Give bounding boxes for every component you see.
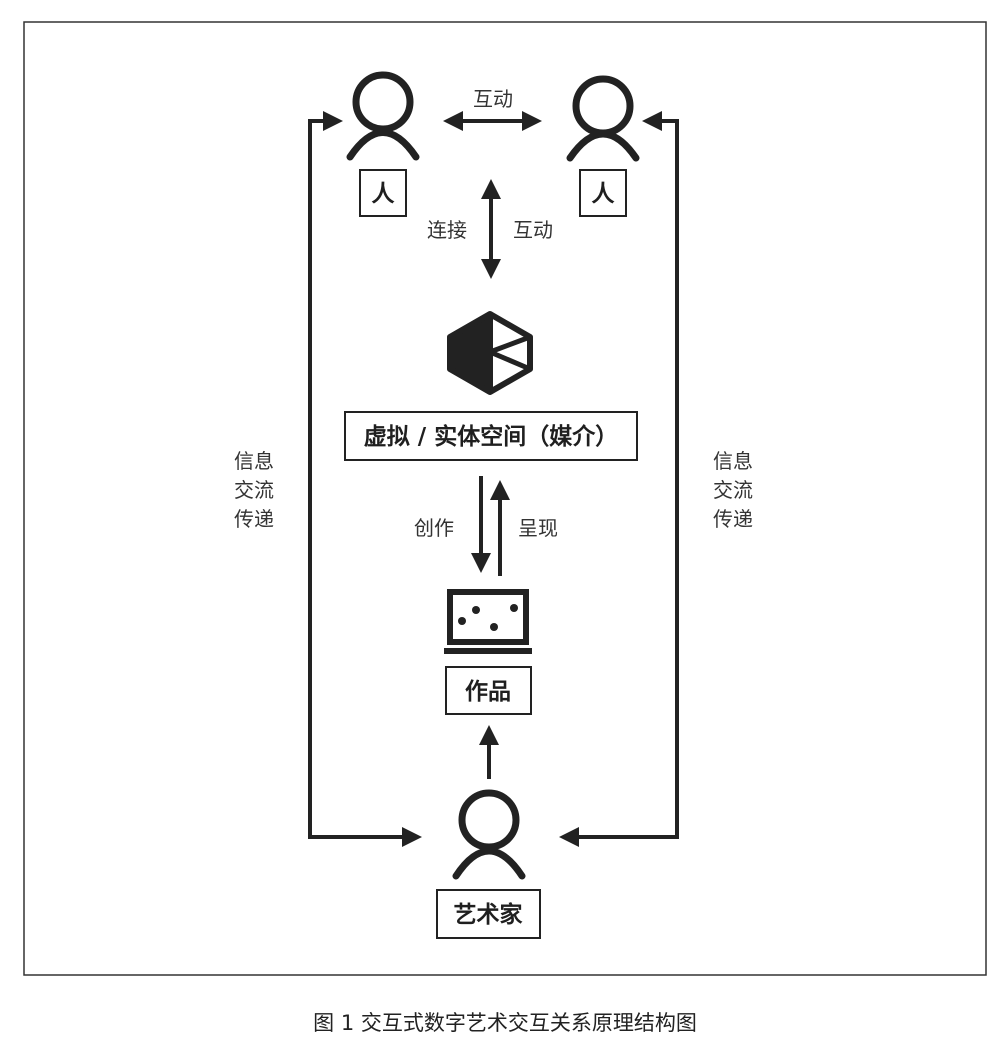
- cube-icon: [447, 311, 533, 395]
- work-box: [445, 666, 532, 715]
- people-interact-label: 互动: [473, 87, 513, 111]
- person-right-label: 人: [592, 181, 616, 207]
- left-info-label: 信息 交流 传递: [234, 449, 274, 531]
- media-label: 虚拟 / 实体空间（媒介）: [364, 423, 618, 450]
- present-label: 呈现: [518, 516, 558, 540]
- artwork-monitor-icon: [444, 589, 532, 654]
- svg-text:信息: 信息: [713, 449, 753, 473]
- right-info-label: 信息 交流 传递: [713, 449, 753, 531]
- person-left-icon: [346, 71, 420, 161]
- interact-label: 互动: [513, 218, 553, 242]
- svg-text:交流: 交流: [713, 478, 753, 502]
- person-right-icon: [566, 75, 640, 162]
- diagram-frame: [23, 21, 987, 976]
- artist-label: 艺术家: [454, 901, 523, 928]
- svg-text:信息: 信息: [234, 449, 274, 473]
- figure-caption: 图 1 交互式数字艺术交互关系原理结构图: [313, 1011, 697, 1035]
- connect-label: 连接: [427, 218, 467, 242]
- svg-text:传递: 传递: [234, 507, 274, 531]
- create-label: 创作: [414, 516, 454, 540]
- svg-text:交流: 交流: [234, 478, 274, 502]
- artist-box: [436, 889, 541, 939]
- svg-text:传递: 传递: [713, 507, 753, 531]
- right-info-loop-arrow: [559, 111, 679, 847]
- person-left-label: 人: [372, 181, 396, 207]
- work-label: 作品: [465, 679, 511, 705]
- left-info-loop-arrow: [308, 111, 422, 847]
- artist-icon: [452, 789, 526, 880]
